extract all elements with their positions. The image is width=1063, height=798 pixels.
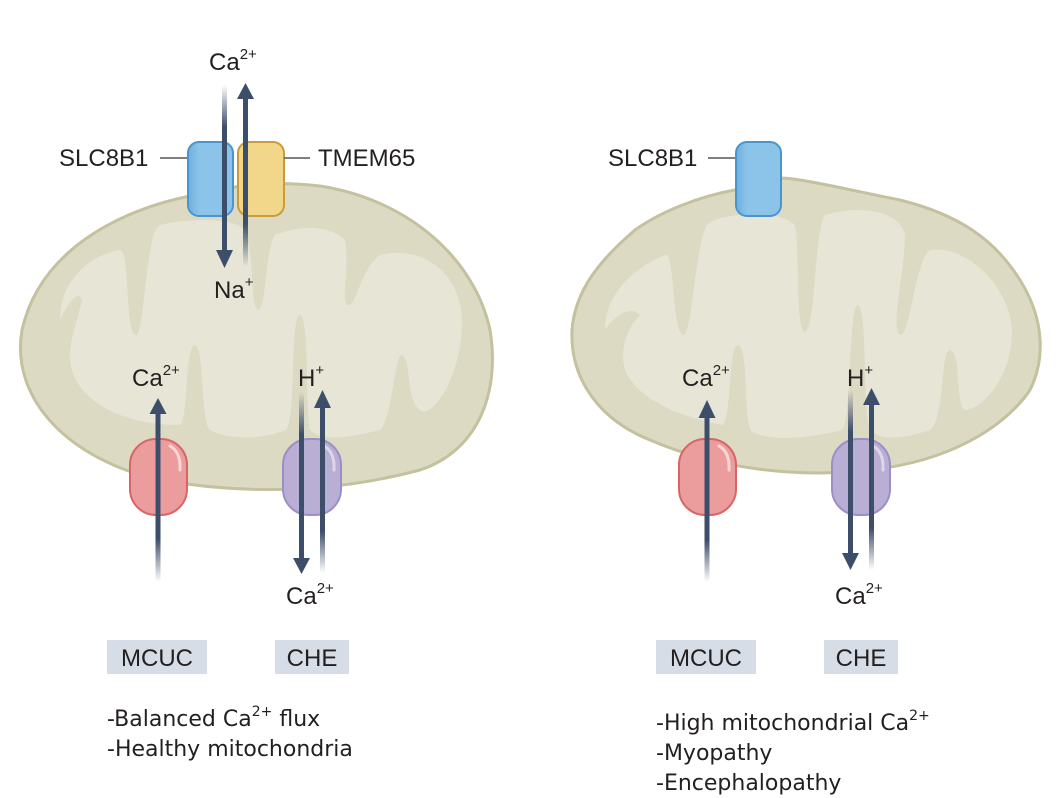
arrow-ca-out-via-che [293,392,310,574]
slc8b1-label: SLC8B1 [608,145,697,172]
slc8b1-label: SLC8B1 [59,145,148,172]
che-label: CHE [836,645,887,672]
mitochondrion-healthy [19,182,494,491]
che-label-box [275,640,349,674]
mcuc-label: MCUC [121,645,193,672]
che-channel [831,438,891,516]
mcuc-label: MCUC [670,645,742,672]
inner-membrane-cristae [605,210,1012,438]
note-encephalopathy: -Encephalopathy [656,771,841,796]
tmem65-label: TMEM65 [318,145,415,172]
ion-label-mcuc-ca: Ca2+ [682,362,730,392]
tmem65-protein [237,141,285,217]
arrow-h-into-matrix-via-che [863,388,880,570]
inner-membrane-cristae [60,220,462,438]
slc8b1-protein [735,141,782,217]
ion-label-che-ca: Ca2+ [835,580,883,610]
slc8b1-protein [187,141,234,217]
mcuc-label-box [107,640,207,674]
arrow-h-into-matrix-via-che [314,390,331,573]
arrow-ca-out-via-che [842,390,859,570]
note-myopathy: -Myopathy [656,741,772,766]
che-channel [282,438,342,516]
mcuc-label-box [656,640,756,674]
che-label-box [824,640,898,674]
ion-label-na: Na+ [214,274,254,304]
panel-healthy: SLC8B1 TMEM65 Ca2+ Na+ Ca2+ H+ [19,46,494,762]
ion-label-ca-out: Ca2+ [209,46,257,76]
note-healthy-mitochondria: -Healthy mitochondria [107,737,353,762]
note-balanced-flux: -Balanced Ca2+ flux [107,704,320,732]
note-high-mito-ca: -High mitochondrial Ca2+ [656,708,930,736]
arrow-na-out-of-matrix [237,83,254,267]
ion-label-che-ca: Ca2+ [286,580,334,610]
arrow-ca-through-mcuc [149,398,167,582]
arrow-ca-into-matrix [216,85,233,268]
panel-disease: SLC8B1 Ca2+ H+ Ca2+ MCUC CHE -High mitoc… [570,141,1042,796]
ion-label-che-h: H+ [298,362,324,392]
ion-label-mcuc-ca: Ca2+ [132,362,180,392]
che-label: CHE [287,645,338,672]
mitochondrion-disease [570,176,1042,475]
ion-label-che-h: H+ [847,362,873,392]
arrow-ca-through-mcuc [698,400,716,582]
